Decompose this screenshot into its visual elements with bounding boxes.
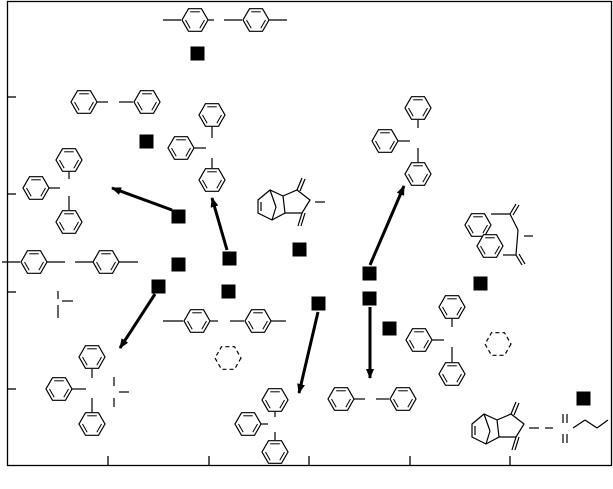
- fragment-left-structure: [58, 291, 73, 318]
- x-axis-ticks: [108, 456, 510, 466]
- triphenyl-right-structure: [406, 296, 511, 386]
- data-point-8: [293, 243, 307, 257]
- data-point-1: [191, 47, 205, 61]
- norbornene-imide-chain-structure: [472, 402, 608, 450]
- data-point-2: [140, 135, 154, 149]
- naphthalene-anhydride-right-structure: [465, 204, 533, 265]
- data-point-14: [577, 392, 591, 406]
- data-point-9: [312, 297, 326, 311]
- data-point-3: [172, 210, 186, 224]
- y-axis-ticks: [8, 97, 17, 389]
- data-point-13: [474, 277, 488, 291]
- triphenyl-center-structure: [168, 104, 225, 192]
- arrow-5: [370, 186, 404, 265]
- data-point-10: [363, 267, 377, 281]
- data-points: [140, 47, 591, 406]
- biphenyl-center-structure: [163, 310, 286, 370]
- norbornene-anhydride-center-structure: [258, 178, 325, 226]
- data-point-4: [172, 258, 186, 272]
- data-point-6: [223, 252, 237, 266]
- arrow-1: [112, 188, 172, 210]
- plot-frame: [8, 2, 612, 466]
- data-point-7: [222, 285, 236, 299]
- arrow-4: [299, 312, 318, 393]
- triphenyl-lower-center-structure: [235, 389, 288, 464]
- biphenyl-top-structure: [163, 9, 287, 32]
- data-point-11: [363, 292, 377, 306]
- biphenyl-left-edge-structure: [2, 251, 138, 274]
- arrow-3: [120, 294, 155, 348]
- biphenyl-lower-right-structure: [328, 388, 416, 411]
- biphenyl-upper-left-structure: [71, 91, 160, 114]
- triphenyl-left-structure: [23, 149, 82, 234]
- data-point-5: [152, 280, 166, 294]
- triphenyl-upper-right-structure: [372, 97, 431, 186]
- arrow-2: [212, 198, 227, 250]
- data-point-12: [383, 322, 397, 336]
- triphenyl-lower-left-structure: [46, 346, 129, 436]
